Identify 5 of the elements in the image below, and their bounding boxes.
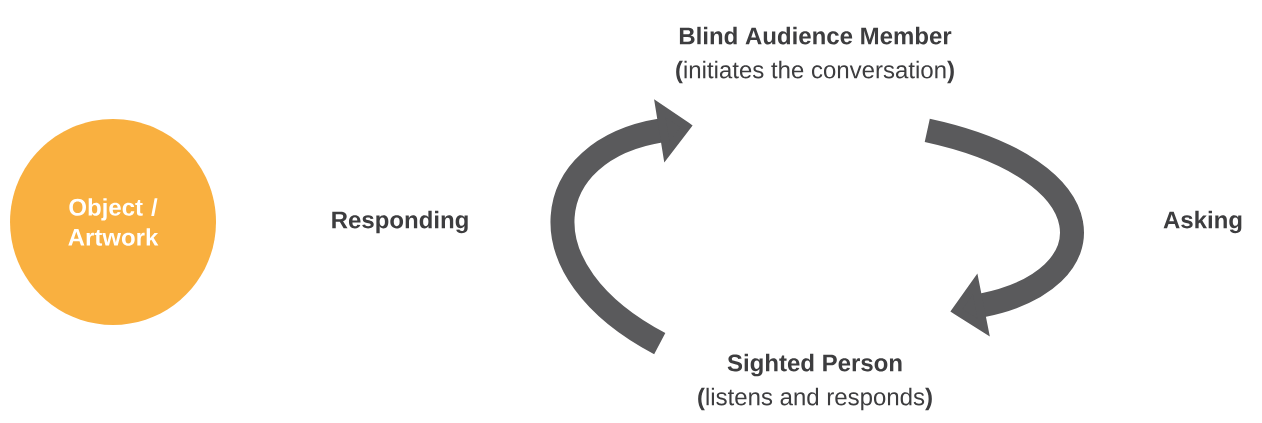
edge-label: Asking <box>1163 210 1242 234</box>
role-text: Sighted Person (listens and responds) <box>698 353 932 411</box>
role-text: Blind Audience Member (initiates the conversation) <box>676 26 954 84</box>
curved-arrow <box>924 118 1084 337</box>
edge-label: Responding <box>332 210 468 234</box>
